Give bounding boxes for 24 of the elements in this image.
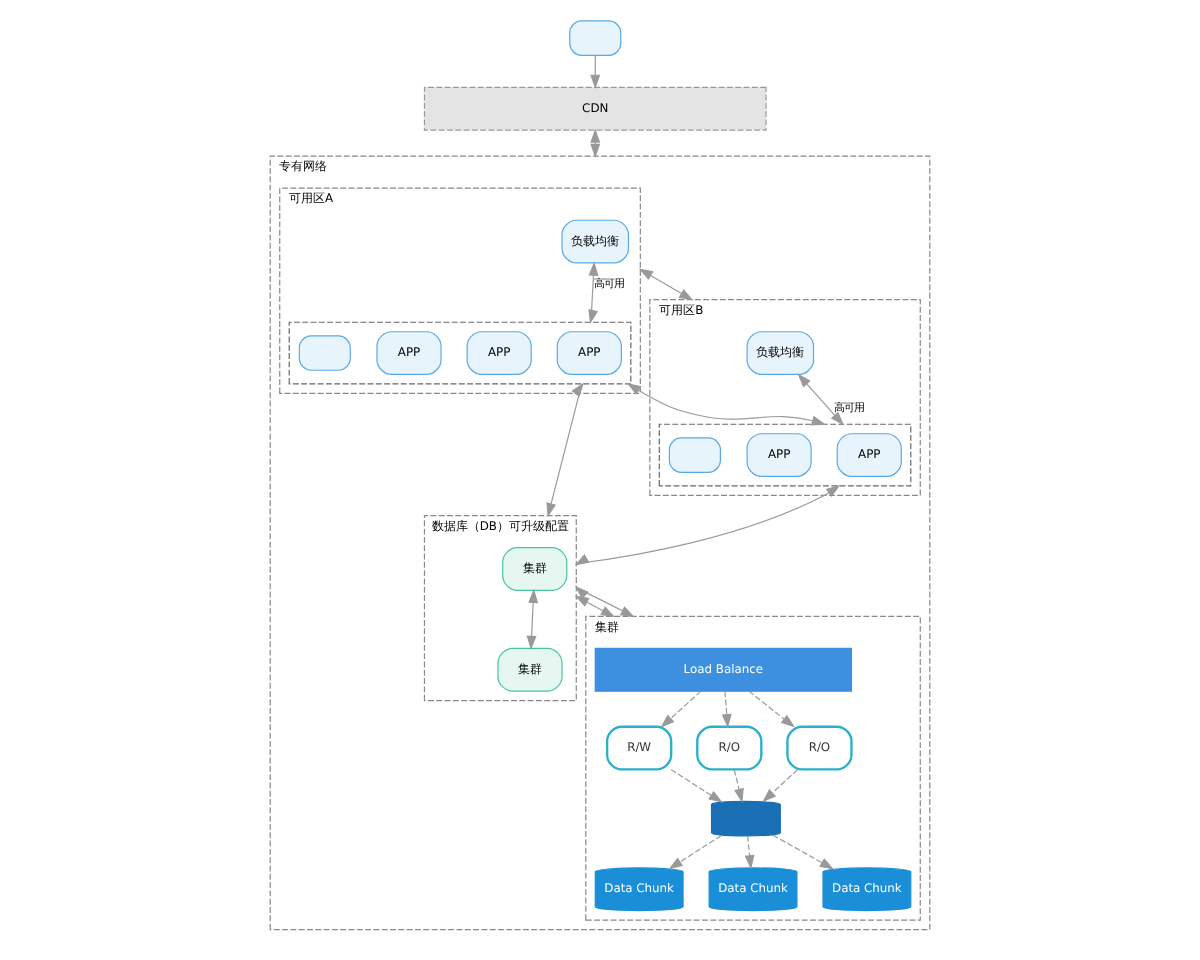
arrow: [744, 835, 755, 870]
arrow: [574, 585, 635, 618]
arrow: [546, 382, 584, 518]
cluster: [658, 423, 912, 487]
arrow: [660, 690, 702, 728]
cluster: [288, 321, 632, 385]
arrow: [733, 769, 744, 803]
arrow: [626, 382, 826, 426]
arrow: [590, 54, 601, 89]
node-box: [569, 20, 622, 56]
arrow: [772, 834, 835, 870]
arrow: [574, 595, 616, 618]
node-box: [298, 335, 351, 371]
arrow: [574, 484, 841, 566]
arrow: [670, 769, 723, 803]
node-box: [668, 437, 721, 473]
arrow: [588, 261, 599, 324]
arrow: [526, 588, 539, 651]
arrow: [797, 373, 844, 426]
arrow: [721, 690, 732, 729]
arrow: [638, 268, 694, 301]
arrow: [762, 769, 798, 803]
arrow: [748, 690, 796, 728]
arrow: [668, 835, 722, 870]
